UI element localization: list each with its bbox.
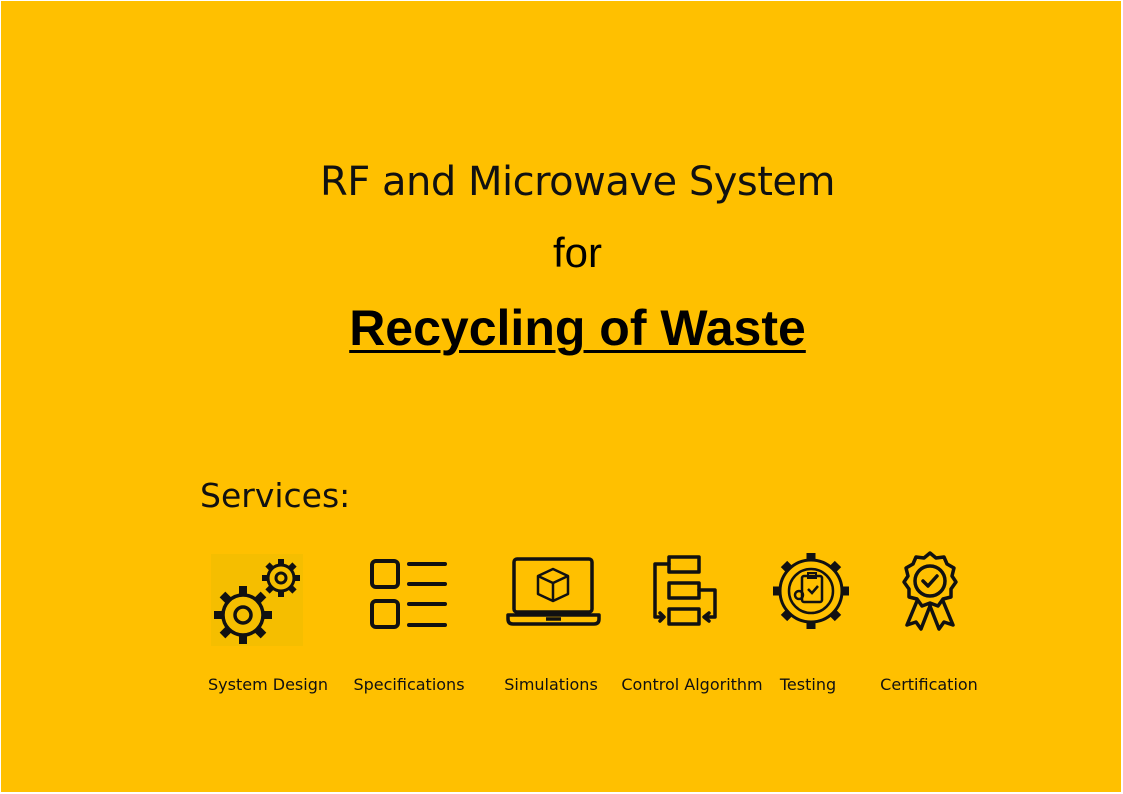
service-label: Testing bbox=[779, 675, 837, 694]
service-label: Simulations bbox=[504, 675, 598, 694]
service-label: Certification bbox=[880, 675, 978, 694]
gears-icon bbox=[211, 554, 303, 646]
award-ribbon-check-icon bbox=[902, 551, 958, 631]
title-line-3: Recycling of Waste bbox=[1, 299, 1123, 357]
flowchart-icon bbox=[653, 555, 717, 626]
service-simulations: Simulations bbox=[466, 549, 636, 699]
service-specifications: Specifications bbox=[324, 549, 494, 699]
gear-clipboard-check-icon bbox=[773, 553, 849, 629]
service-testing: Testing bbox=[723, 549, 893, 699]
title-line-3-text: Recycling of Waste bbox=[349, 300, 806, 356]
services-heading: Services: bbox=[200, 476, 351, 515]
service-system-design: System Design bbox=[183, 549, 353, 699]
service-control-algorithm: Control Algorithm bbox=[607, 549, 777, 699]
title-line-2: for bbox=[552, 229, 602, 276]
title-line-1: RF and Microwave System bbox=[319, 159, 836, 205]
service-label: Control Algorithm bbox=[621, 675, 763, 694]
laptop-cube-icon bbox=[506, 557, 601, 626]
service-label: Specifications bbox=[353, 675, 465, 694]
checklist-icon bbox=[370, 559, 447, 629]
service-label: System Design bbox=[208, 675, 328, 694]
service-certification: Certification bbox=[844, 549, 1014, 699]
